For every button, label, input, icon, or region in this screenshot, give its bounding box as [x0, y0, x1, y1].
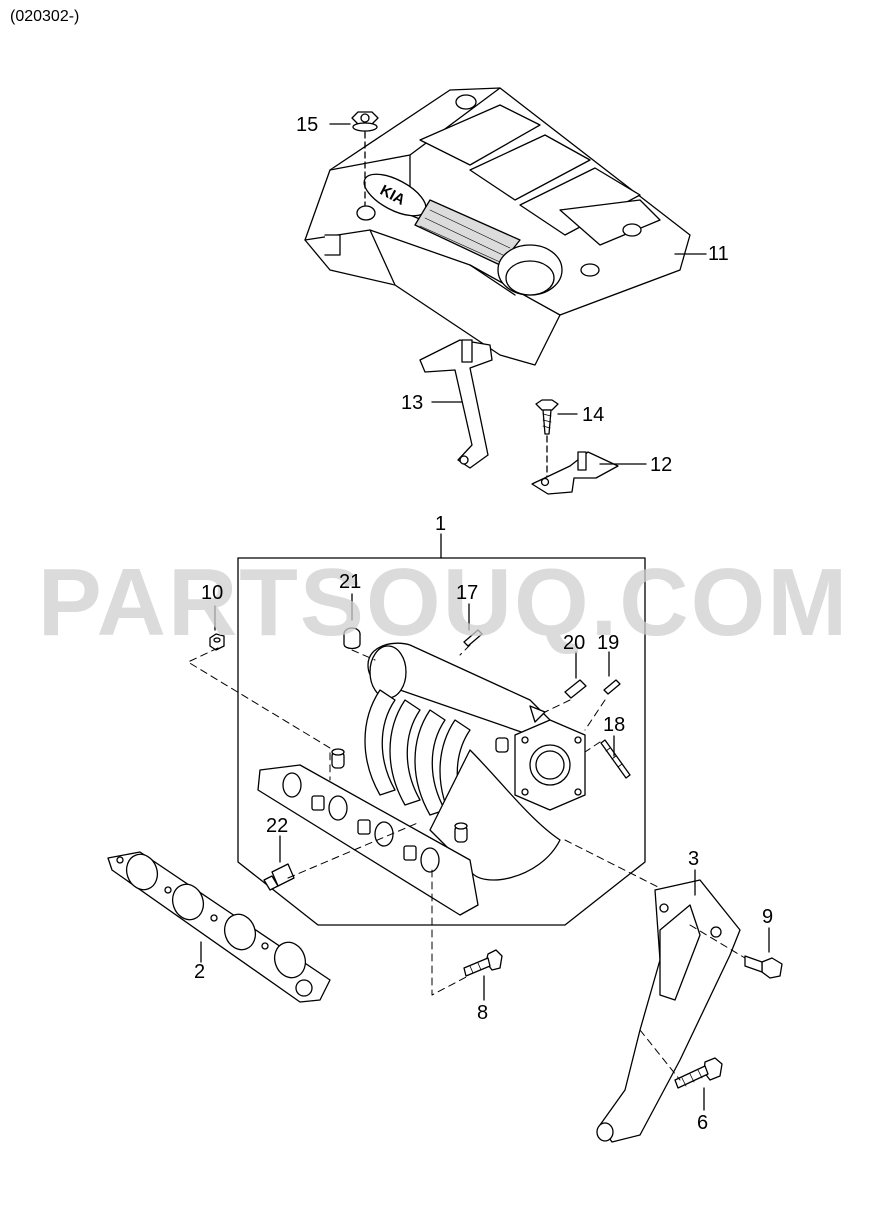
callout-12: 12 — [650, 454, 673, 476]
callout-13: 13 — [401, 392, 424, 414]
cover-nut — [351, 111, 379, 132]
bolt-6 — [674, 1057, 723, 1089]
assembly-outline — [237, 557, 646, 926]
bracket-12 — [531, 451, 619, 495]
callout-17: 17 — [456, 582, 479, 604]
callout-15: 15 — [296, 114, 319, 136]
intake-manifold — [257, 642, 586, 916]
callout-10: 10 — [201, 582, 224, 604]
pin-20 — [564, 679, 587, 699]
bolt-9 — [744, 955, 783, 979]
assembly-lines — [187, 644, 746, 1081]
callout-2: 2 — [194, 961, 206, 983]
callout-8: 8 — [477, 1002, 489, 1024]
callout-21: 21 — [339, 571, 362, 593]
manifold-bracket — [596, 879, 741, 1143]
bracket-13 — [419, 339, 493, 469]
callout-22: 22 — [266, 815, 289, 837]
document-code: (020302-) — [10, 8, 80, 25]
callout-1: 1 — [435, 513, 447, 535]
callout-3: 3 — [688, 848, 700, 870]
callout-6: 6 — [697, 1112, 709, 1134]
callout-20: 20 — [563, 632, 586, 654]
callout-14: 14 — [582, 404, 605, 426]
plug-21 — [343, 627, 361, 650]
bolt-14 — [535, 399, 559, 435]
bolt-8 — [463, 949, 503, 977]
callout-9: 9 — [762, 906, 774, 928]
intake-gasket — [107, 851, 331, 1003]
stud-18 — [600, 739, 631, 779]
stud-17 — [463, 629, 483, 647]
engine-cover: KIA — [304, 87, 691, 366]
nut-10 — [209, 633, 225, 651]
sensor-22 — [263, 863, 295, 891]
stud-19 — [603, 679, 621, 695]
callout-18: 18 — [603, 714, 626, 736]
callout-19: 19 — [597, 632, 620, 654]
callout-11: 11 — [708, 243, 729, 265]
